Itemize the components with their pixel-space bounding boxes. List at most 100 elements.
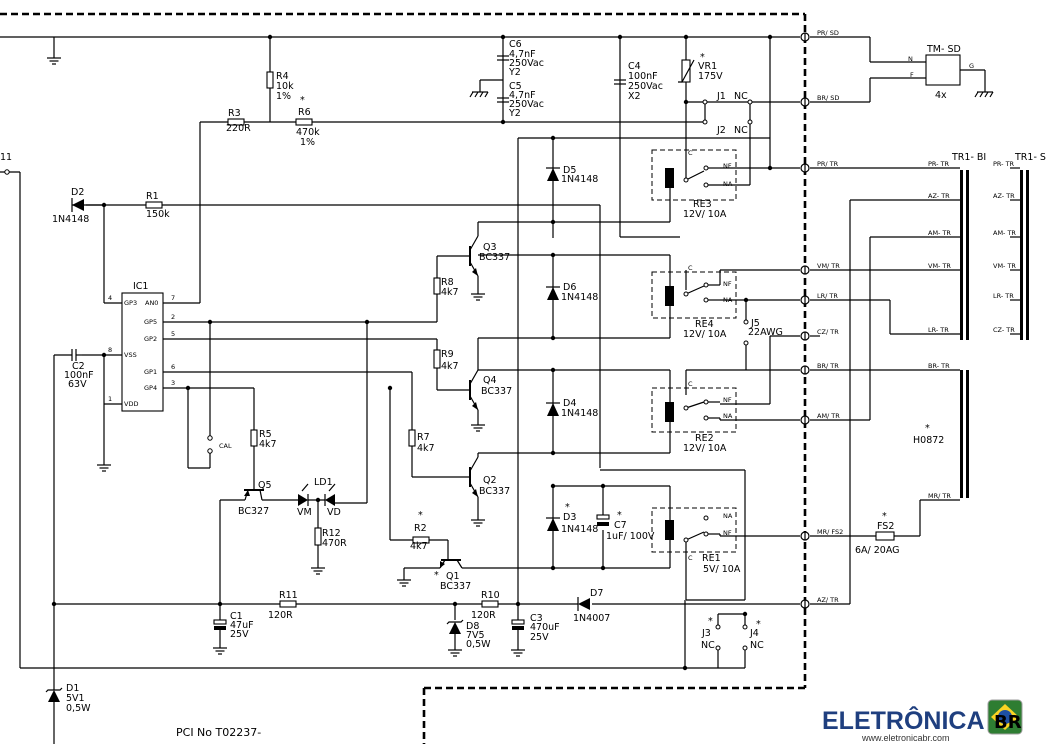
wires (0, 36, 986, 690)
fs2-mark: * (882, 511, 887, 522)
c4-volt: 250Vac (628, 81, 663, 92)
c1-ref: C1 (230, 611, 243, 622)
re1-value: 5V/ 10A (703, 564, 741, 575)
q2-value: BC337 (479, 486, 510, 497)
ld1-vd-label: VD (327, 507, 341, 518)
q3-ref: Q3 (483, 242, 497, 253)
d3-ref: D3 (563, 512, 576, 523)
c6-type: Y2 (508, 67, 521, 78)
r2-value: 4k7 (410, 541, 428, 552)
terminal-br-tr: BR/ TR (817, 362, 839, 370)
r6-tol: 1% (300, 137, 315, 148)
q1-mark: * (434, 570, 439, 581)
r2-ref: R2 (414, 523, 427, 534)
c3-ref: C3 (530, 613, 543, 624)
q2-ref: Q2 (483, 475, 497, 486)
ld1-vm-label: VM (297, 507, 312, 518)
r7-value: 4k7 (417, 443, 435, 454)
tr-bi-tap-pr: PR- TR (928, 160, 950, 168)
jumper-symbols (702, 99, 753, 651)
ic1-pin-gp5: GP5 (144, 318, 157, 326)
r5-value: 4k7 (259, 439, 277, 450)
d6-value: 1N4148 (561, 292, 598, 303)
tr-bi-tap-mr: MR/ TR (928, 492, 951, 500)
d8-power: 0,5W (466, 639, 491, 650)
j5-ref: J5 (750, 318, 760, 329)
r9-ref: R9 (441, 349, 454, 360)
d4-ref: D4 (563, 398, 576, 409)
c7-mark: * (617, 510, 622, 521)
tr-s-tap-cz: CZ- TR (993, 326, 1015, 334)
ld1-ref: LD1 (314, 477, 333, 488)
r9-value: 4k7 (441, 361, 459, 372)
ic1-pin-gp3: GP3 (124, 299, 137, 307)
d8-value: 7V5 (466, 630, 485, 641)
q4-value: BC337 (481, 386, 512, 397)
re2-contact-c: C (688, 380, 693, 388)
q3-value: BC337 (479, 252, 510, 263)
c6-value: 4,7nF (509, 49, 536, 60)
junctions (51, 34, 773, 671)
re2-contact-nf: NF (723, 396, 732, 404)
d1-ref: D1 (66, 683, 79, 694)
re4-contact-na: NA (723, 296, 733, 304)
d2-value: 1N4148 (52, 214, 89, 225)
ic1-pinnum-3: 3 (171, 379, 175, 387)
c4-ref: C4 (628, 61, 641, 72)
d1-power: 0,5W (66, 703, 91, 714)
c7-ref: C7 (614, 520, 627, 531)
re1-contact-c: C (688, 554, 693, 562)
r12-ref: R12 (322, 528, 341, 539)
j2-ref: J2 (716, 125, 726, 136)
q1-ref: Q1 (446, 571, 460, 582)
re1-contact-nf: NF (723, 529, 732, 537)
r4-value: 10k (276, 81, 294, 92)
varistor-symbol (678, 59, 695, 83)
d5-value: 1N4148 (561, 174, 598, 185)
r4-tol: 1% (276, 91, 291, 102)
re2-contact-na: NA (723, 412, 733, 420)
terminal-lr-tr: LR/ TR (817, 292, 838, 300)
watermark-badge-globe (998, 710, 1012, 724)
ic1-pin-gp4: GP4 (144, 384, 157, 392)
d3-mark: * (565, 502, 570, 513)
tm-pin-n: N (908, 55, 913, 63)
c1-value: 47uF (230, 620, 254, 631)
left-edge-label: 11 (0, 152, 12, 163)
watermark-badge-text: BR (994, 712, 1022, 733)
d7-value: 1N4007 (573, 613, 610, 624)
c5-type: Y2 (508, 108, 521, 119)
c3-value: 470uF (530, 622, 560, 633)
r12-value: 470R (322, 538, 347, 549)
fs2-ref: FS2 (877, 521, 894, 532)
transformer-mark: * (925, 423, 930, 434)
c1-volt: 25V (230, 629, 249, 640)
re3-contact-nf: NF (723, 162, 732, 170)
ic1-chip (121, 292, 164, 412)
terminal-pr-tr: PR/ TR (817, 160, 839, 168)
tm-qty: 4x (935, 90, 947, 101)
re3-contact-c: C (688, 149, 693, 157)
r4-ref: R4 (276, 71, 289, 82)
re2-value: 12V/ 10A (683, 443, 727, 454)
left-edge-terminal (4, 169, 10, 175)
fs2-value: 6A/ 20AG (855, 545, 900, 556)
terminal-pr-sd: PR/ SD (817, 29, 839, 37)
transformer-secondary-label: TR1- S (1014, 152, 1046, 163)
terminal-mr-fs2: MR/ FS2 (817, 528, 843, 536)
ic1-pin-gp1: GP1 (144, 368, 157, 376)
re4-ref: RE4 (695, 319, 714, 330)
capacitor-symbols (71, 55, 626, 650)
r10-ref: R10 (481, 590, 500, 601)
watermark-brand: ELETRÔNICA (822, 705, 985, 735)
tr-bi-tap-az: AZ- TR (928, 192, 950, 200)
c6-volt: 250Vac (509, 58, 544, 69)
r3-ref: R3 (228, 108, 241, 119)
ic1-pinnum-5: 5 (171, 330, 175, 338)
re4-value: 12V/ 10A (683, 329, 727, 340)
terminal-br-sd: BR/ SD (817, 94, 839, 102)
relay-symbols (651, 149, 750, 560)
terminal-cz-tr: CZ/ TR (817, 328, 839, 336)
terminal-vm-tr: VM/ TR (817, 262, 840, 270)
